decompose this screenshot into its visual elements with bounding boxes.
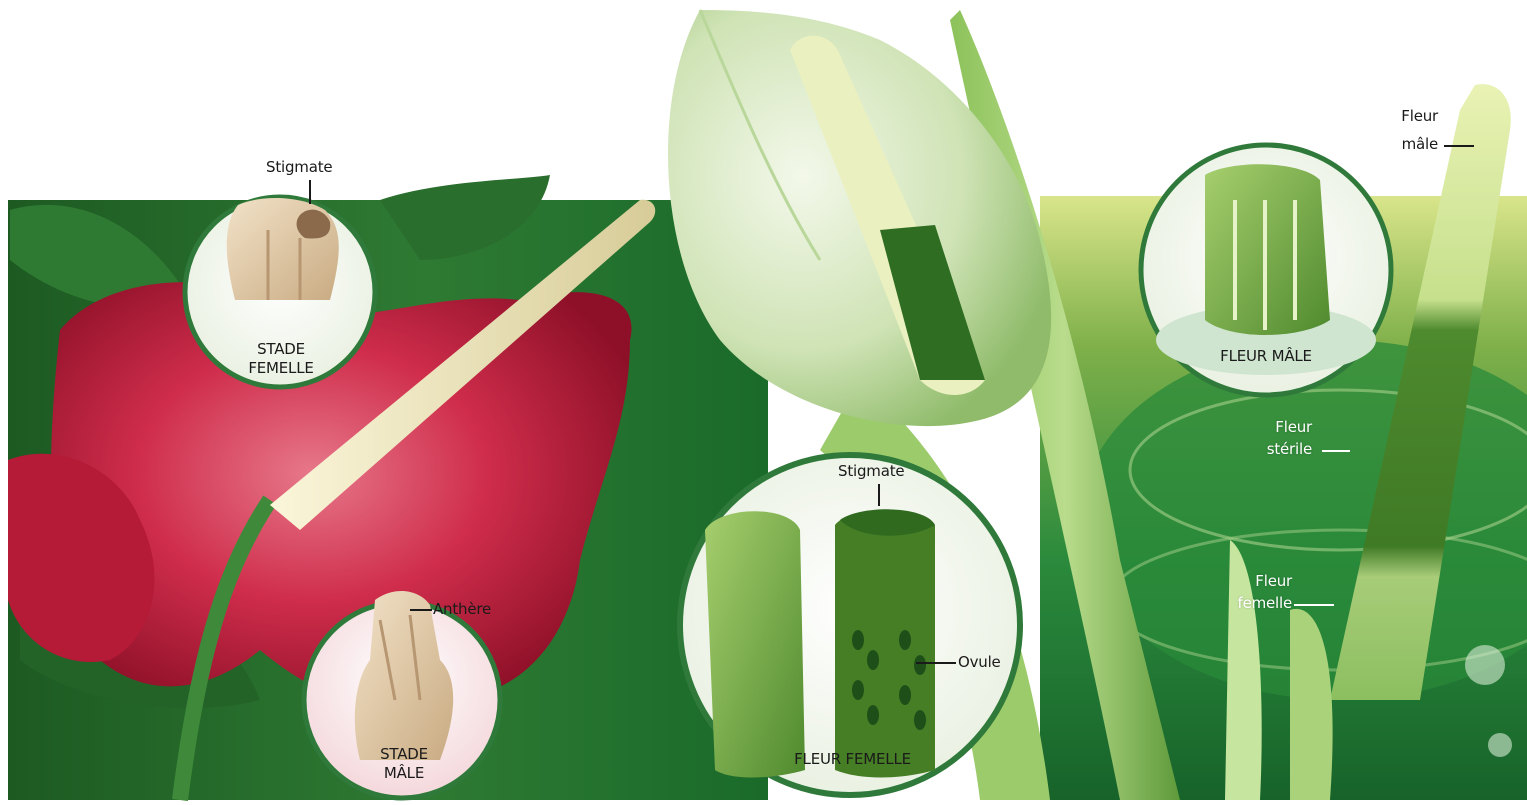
pointer-line <box>309 180 311 204</box>
label-fleur-male-title: FLEUR MÂLE <box>1205 347 1327 366</box>
label-stigmate-fleur-femelle: Stigmate <box>838 462 904 481</box>
label-anthere: Anthère <box>433 600 491 619</box>
label-fleur-sterile-line2: stérile <box>1256 440 1312 459</box>
label-fleur-femelle-line1: Fleur <box>1232 572 1292 591</box>
label-stade-male-line2: MÂLE <box>372 764 436 783</box>
label-stade-male-line1: STADE <box>372 745 436 764</box>
label-fleur-sterile-line1: Fleur <box>1256 418 1312 437</box>
pointer-line <box>916 662 956 664</box>
lens-fleur-femelle <box>680 455 1020 795</box>
label-stade-femelle-line2: FEMELLE <box>241 359 321 378</box>
female-flower-cut <box>705 511 805 777</box>
label-stigmate-stade-femelle: Stigmate <box>266 158 332 177</box>
label-fleur-male-line1: Fleur <box>1382 107 1438 126</box>
label-ovule: Ovule <box>958 653 1001 672</box>
pointer-line <box>1444 145 1474 147</box>
label-fleur-male-line2: mâle <box>1382 135 1438 154</box>
pointer-line <box>1294 604 1334 606</box>
pointer-line <box>1322 450 1350 452</box>
label-fleur-femelle-line2: femelle <box>1232 594 1292 613</box>
label-stade-femelle-line1: STADE <box>249 340 313 359</box>
label-fleur-femelle-title: FLEUR FEMELLE <box>780 750 925 769</box>
pointer-line <box>410 609 432 611</box>
pointer-line <box>878 484 880 506</box>
